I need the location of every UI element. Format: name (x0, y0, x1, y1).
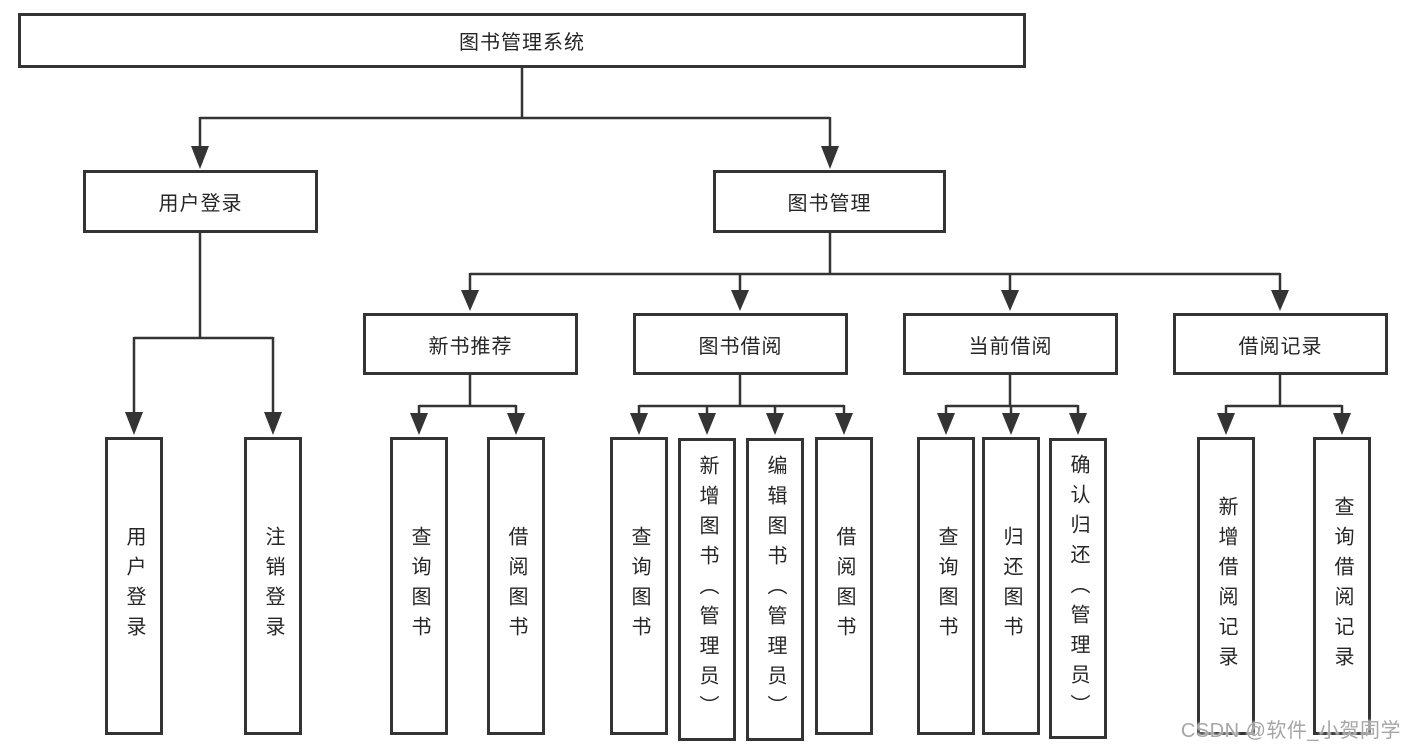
node-leaf-borrow-books-newbooks: 借阅图书 (487, 437, 545, 735)
node-leaf-query-books-current-label: 查询图书 (935, 526, 957, 646)
node-leaf-add-borrow-record-label: 新增借阅记录 (1215, 496, 1237, 676)
node-book-management: 图书管理 (713, 170, 946, 233)
node-leaf-add-borrow-record: 新增借阅记录 (1197, 437, 1255, 735)
arrowhead-icon (835, 413, 853, 435)
node-leaf-edit-books-admin-label: 编辑图书（管理员） (764, 454, 786, 725)
arrowhead-icon (766, 413, 784, 435)
arrowhead-icon (461, 290, 479, 311)
connector-current-borrow-branch (944, 375, 1080, 414)
arrowhead-icon (1002, 413, 1020, 435)
node-leaf-query-borrow-record: 查询借阅记录 (1313, 437, 1371, 735)
node-book-borrow-label: 图书借阅 (698, 335, 783, 358)
connector-root (198, 68, 832, 147)
node-leaf-user-login: 用户登录 (105, 437, 163, 735)
node-leaf-edit-books-admin: 编辑图书（管理员） (746, 438, 804, 741)
node-leaf-query-books-current: 查询图书 (917, 437, 975, 735)
node-leaf-query-books-borrow-label: 查询图书 (628, 526, 650, 646)
node-leaf-query-books-newbooks: 查询图书 (390, 437, 448, 735)
connector-user-login-branch (132, 233, 275, 413)
connector-new-books-branch (417, 375, 518, 414)
node-book-borrow: 图书借阅 (633, 313, 848, 375)
node-new-books: 新书推荐 (363, 313, 578, 375)
node-leaf-logout-login-label: 注销登录 (262, 526, 284, 646)
node-leaf-logout-login: 注销登录 (244, 437, 302, 735)
node-leaf-add-books-admin-label: 新增图书（管理员） (696, 454, 718, 725)
node-leaf-confirm-return-admin: 确认归还（管理员） (1049, 438, 1107, 739)
arrowhead-icon (937, 413, 955, 435)
node-root: 图书管理系统 (18, 13, 1026, 68)
arrowhead-icon (1333, 413, 1351, 435)
arrowhead-icon (1271, 290, 1289, 311)
arrowhead-icon (698, 413, 716, 435)
node-leaf-add-books-admin: 新增图书（管理员） (678, 438, 736, 741)
arrowhead-icon (1001, 290, 1019, 311)
node-root-label: 图书管理系统 (459, 32, 585, 54)
node-book-management-label: 图书管理 (787, 193, 872, 215)
node-leaf-confirm-return-admin-label: 确认归还（管理员） (1067, 453, 1089, 724)
node-leaf-query-borrow-record-label: 查询借阅记录 (1331, 496, 1353, 676)
arrowhead-icon (125, 412, 143, 435)
arrowhead-icon (1069, 413, 1087, 435)
watermark: CSDN @软件_小贺同学 (1180, 720, 1401, 742)
arrowhead-icon (1217, 413, 1235, 435)
node-leaf-user-login-label: 用户登录 (123, 526, 145, 646)
arrowhead-icon (821, 146, 839, 169)
connector-borrow-records-branch (1224, 375, 1344, 414)
node-current-borrow-label: 当前借阅 (968, 335, 1053, 358)
arrowhead-icon (264, 412, 282, 435)
node-leaf-borrow-books-borrow: 借阅图书 (815, 437, 873, 735)
arrowhead-icon (410, 413, 428, 435)
connector-book-borrow-branch (637, 375, 846, 414)
node-user-login: 用户登录 (83, 170, 318, 233)
node-borrow-records: 借阅记录 (1173, 313, 1388, 375)
arrowhead-icon (630, 413, 648, 435)
node-leaf-query-books-newbooks-label: 查询图书 (408, 526, 430, 646)
arrowhead-icon (507, 413, 525, 435)
node-leaf-borrow-books-borrow-label: 借阅图书 (833, 526, 855, 646)
node-leaf-query-books-borrow: 查询图书 (610, 437, 668, 735)
node-leaf-return-books: 归还图书 (982, 437, 1040, 735)
node-current-borrow: 当前借阅 (903, 313, 1118, 375)
arrowhead-icon (731, 290, 749, 311)
connector-book-management-branch (468, 233, 1282, 291)
node-leaf-borrow-books-newbooks-label: 借阅图书 (505, 526, 527, 646)
node-user-login-label: 用户登录 (158, 193, 243, 215)
node-borrow-records-label: 借阅记录 (1238, 335, 1323, 358)
arrowhead-icon (191, 146, 209, 169)
node-new-books-label: 新书推荐 (428, 335, 513, 358)
node-leaf-return-books-label: 归还图书 (1000, 526, 1022, 646)
